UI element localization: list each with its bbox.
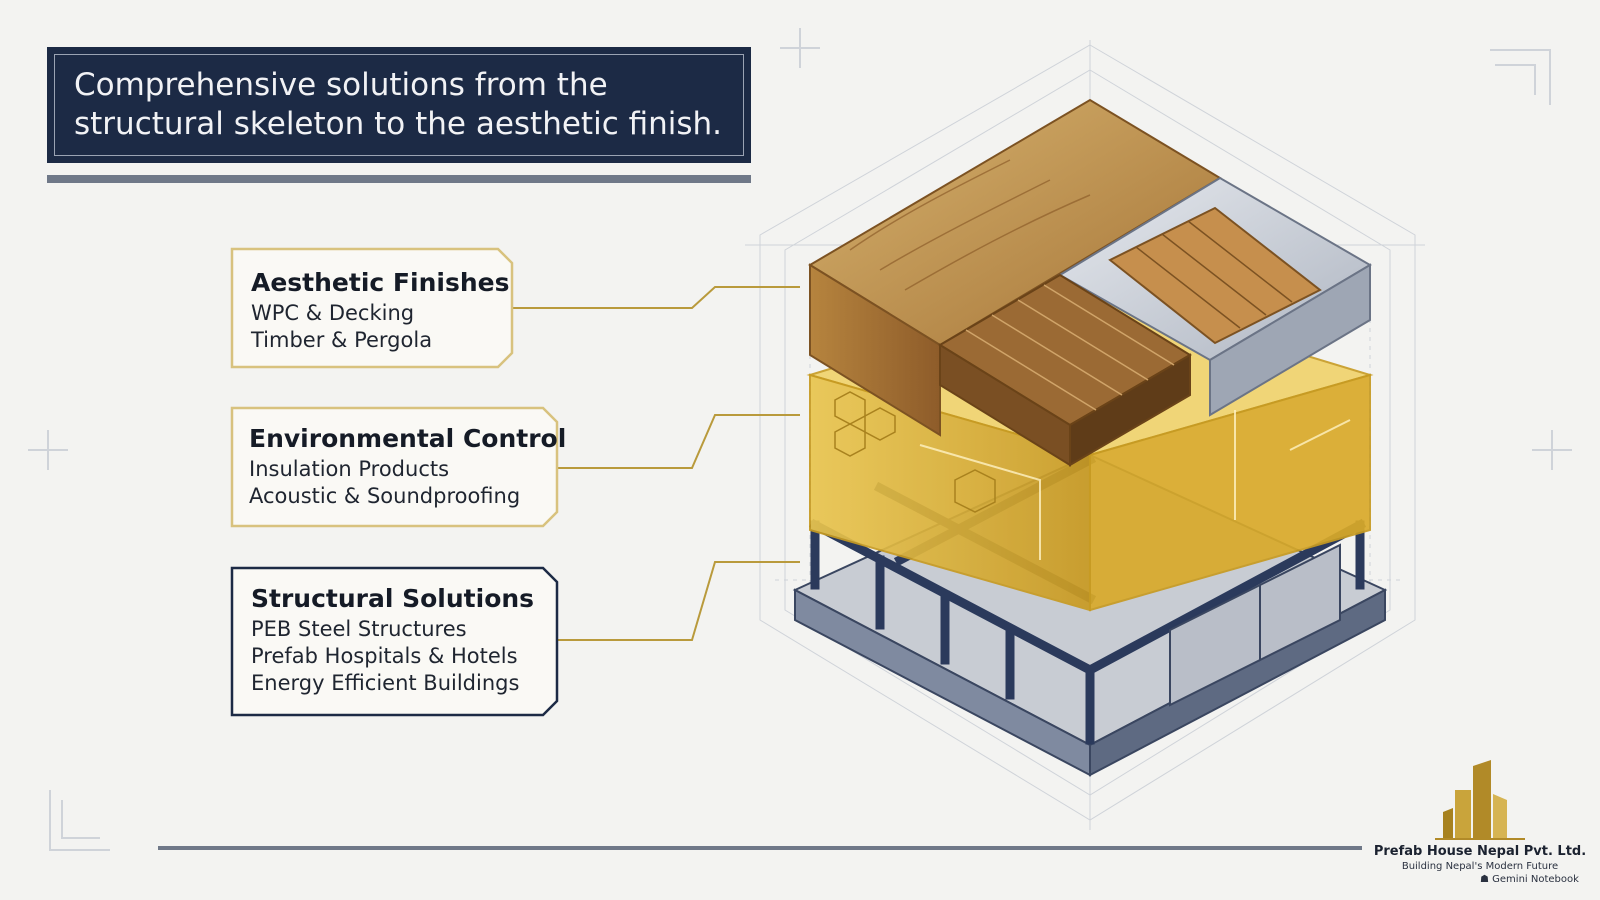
card-heading: Aesthetic Finishes <box>251 268 509 297</box>
company-name: Prefab House Nepal Pvt. Ltd. <box>1373 844 1587 859</box>
card-item: Timber & Pergola <box>250 328 432 352</box>
insulation-right <box>1089 373 1371 612</box>
metal-plate-front <box>1209 263 1371 417</box>
honeycomb-pattern <box>834 391 996 513</box>
connectors <box>512 286 800 641</box>
wood-front <box>809 263 941 437</box>
card-item: PEB Steel Structures <box>251 617 467 641</box>
title-underline <box>47 175 751 183</box>
card-item: WPC & Decking <box>251 301 414 325</box>
connector-environmental <box>557 414 800 469</box>
company-tagline: Building Nepal's Modern Future <box>1401 861 1559 872</box>
notebook-icon: ☗ <box>1480 874 1489 885</box>
card-item: Energy Efficient Buildings <box>251 671 519 695</box>
card-item: Insulation Products <box>249 457 449 481</box>
connector-structural <box>557 561 800 641</box>
card-heading: Structural Solutions <box>251 584 534 613</box>
card-item: Acoustic & Soundproofing <box>249 484 520 508</box>
card-structural-solutions: Structural Solutions PEB Steel Structure… <box>230 566 559 717</box>
corner-marks <box>28 28 1572 851</box>
buildings-logo-icon <box>1435 760 1525 840</box>
card-heading: Environmental Control <box>249 424 566 453</box>
company-brand: Prefab House Nepal Pvt. Ltd. Building Ne… <box>1370 760 1590 890</box>
title-banner: Comprehensive solutions from the structu… <box>47 47 751 163</box>
credit-label: ☗ Gemini Notebook <box>1480 874 1579 885</box>
card-environmental-control: Environmental Control Insulation Product… <box>230 406 566 528</box>
aesthetic-layer <box>808 98 1372 467</box>
footer-divider <box>158 846 1362 850</box>
card-item: Prefab Hospitals & Hotels <box>251 644 518 668</box>
page-title: Comprehensive solutions from the structu… <box>74 67 723 142</box>
connector-aesthetic <box>512 286 800 309</box>
card-aesthetic-finishes: Aesthetic Finishes WPC & Decking Timber … <box>230 247 514 369</box>
